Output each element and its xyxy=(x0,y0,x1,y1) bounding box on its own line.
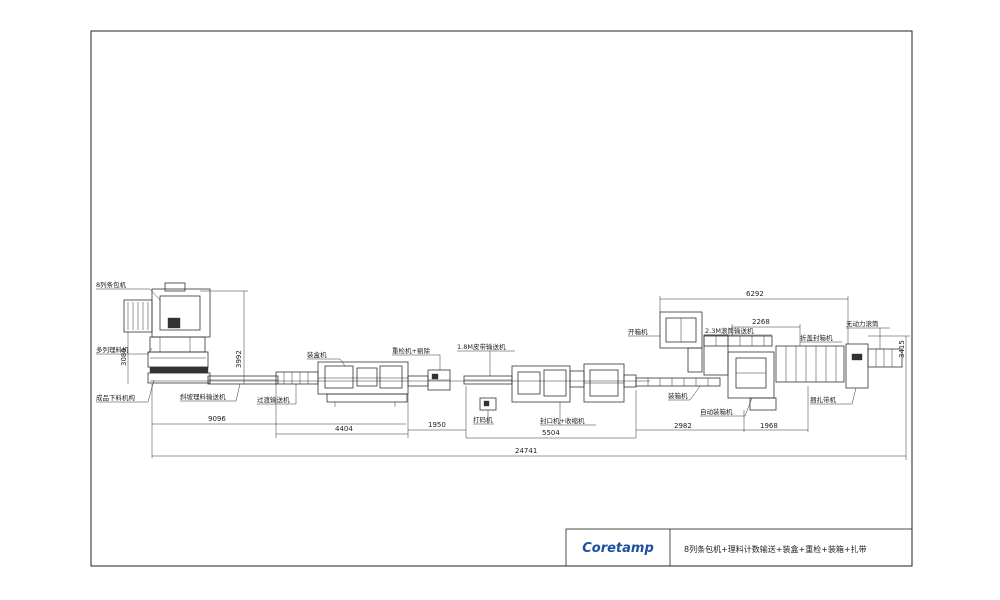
strapping-machine xyxy=(845,343,869,389)
case-packer xyxy=(727,351,777,411)
cartoner xyxy=(317,361,409,407)
transition-conveyor xyxy=(275,371,319,385)
label-case-packer: 装箱机 xyxy=(668,391,688,400)
dim-3080: 3080 xyxy=(120,348,128,366)
label-sealing-shrink: 封口机+收缩机 xyxy=(540,416,585,425)
printer xyxy=(479,397,497,411)
dim-2982: 2982 xyxy=(674,422,692,430)
dim-5504: 5504 xyxy=(542,429,560,437)
checkweigher xyxy=(407,369,451,391)
roller-conveyor-upper xyxy=(703,335,773,347)
label-checkweigher: 重检机+剔除 xyxy=(392,346,430,355)
label-lower-discharge: 成品下料机构 xyxy=(96,393,136,402)
stick-pack-machine xyxy=(123,282,211,384)
dim-3415: 3415 xyxy=(898,340,906,358)
folding-sealer xyxy=(775,345,845,383)
dim-1950: 1950 xyxy=(428,421,446,429)
label-folding-sealer: 折盖封箱机 xyxy=(800,333,833,342)
label-tilt-conveyor: 斜坡理料输送机 xyxy=(180,392,226,401)
title-block: Coretamp 8列条包机+理料计数输送+装盒+重检+装箱+扎带 xyxy=(565,528,913,567)
label-strapping-machine: 捆扎带机 xyxy=(810,395,837,404)
dim-4404: 4404 xyxy=(335,425,353,433)
label-carton-erector: 开箱机 xyxy=(628,327,648,336)
carton-erector xyxy=(659,311,729,376)
unpowered-roller xyxy=(867,348,903,368)
drawing-title: 8列条包机+理料计数输送+装盒+重检+装箱+扎带 xyxy=(684,544,867,554)
dim-2268: 2268 xyxy=(752,318,770,326)
dim-24741: 24741 xyxy=(515,447,537,455)
label-printer: 打码机 xyxy=(473,415,493,424)
label-multi-lane-sorting: 多列理料机 xyxy=(96,345,129,354)
dim-1968: 1968 xyxy=(760,422,778,430)
company-logo: Coretamp xyxy=(582,541,654,556)
sealing-shrink-machine xyxy=(511,363,637,403)
dimensions: 3992 3080 9096 4404 1950 5504 2982 1968 … xyxy=(120,290,910,460)
label-unpowered-roller: 无动力滚筒 xyxy=(846,319,879,328)
label-cartoner: 装盒机 xyxy=(307,350,327,359)
belt-conveyor xyxy=(463,375,513,385)
label-transition-conveyor: 过渡输送机 xyxy=(257,395,290,404)
labels: 8列条包机 多列理料机 成品下料机构 斜坡理料输送机 过渡输送机 装盒机 重检机… xyxy=(96,280,890,426)
label-stick-pack-machine: 8列条包机 xyxy=(96,280,127,289)
label-roller-conveyor: 2.3M滚筒输送机 xyxy=(705,326,754,335)
dim-3992: 3992 xyxy=(235,350,243,368)
dim-9096: 9096 xyxy=(208,415,226,423)
tilt-conveyor xyxy=(207,375,279,385)
label-auto-case-packer: 自动装箱机 xyxy=(700,407,733,416)
roller-conveyor xyxy=(635,377,721,387)
dim-6292: 6292 xyxy=(746,290,764,298)
label-belt-conveyor: 1.8M皮带输送机 xyxy=(457,342,506,351)
drawing-frame xyxy=(90,30,913,567)
